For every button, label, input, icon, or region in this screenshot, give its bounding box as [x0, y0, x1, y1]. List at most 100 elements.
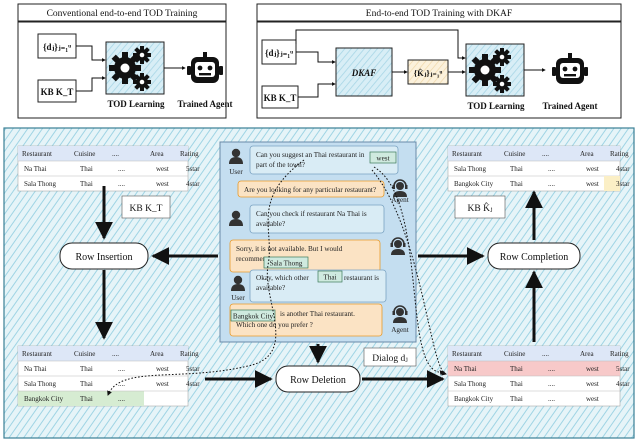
table-header-cell: ....: [112, 150, 119, 158]
table-cell: Sala Thong: [24, 180, 56, 188]
dialog-text: Are you looking for any particular resta…: [244, 186, 376, 194]
dkaf-title: End-to-end TOD Training with DKAF: [366, 9, 512, 19]
tod-learning-label: TOD Learning: [107, 99, 165, 109]
table-cell: Na Thai: [24, 365, 47, 373]
table-cell: Thai: [510, 380, 523, 388]
table-cell: Sala Thong: [454, 165, 486, 173]
table-cell: 5star: [186, 165, 200, 173]
table-cell: Thai: [510, 365, 523, 373]
table-header-cell: ....: [112, 350, 119, 358]
table-header-cell: Restaurant: [452, 150, 482, 158]
table-header-cell: Area: [150, 150, 164, 158]
agent-label: Agent: [391, 326, 409, 334]
table-cell: ....: [548, 395, 555, 403]
dialog-text: available?: [256, 220, 285, 228]
kb-t-box: [121, 195, 171, 219]
entity-highlight: Bangkok City: [233, 313, 274, 321]
conventional-title: Conventional end-to-end TOD Training: [47, 9, 198, 19]
table-cell: Na Thai: [454, 365, 477, 373]
table-cell: Thai: [80, 365, 93, 373]
table-cell: Thai: [510, 395, 523, 403]
table-cell: ....: [548, 165, 555, 173]
tod-learning-label-2: TOD Learning: [467, 101, 525, 111]
table-cell: ....: [118, 180, 125, 188]
kb-hat-j-box: [454, 195, 506, 219]
table-cell: 3star: [616, 180, 630, 188]
kb-t-label: KB K_T: [130, 204, 163, 214]
dialog-text: part of the town?: [256, 161, 305, 169]
dkaf-panel: End-to-end TOD Training with DKAF {dⱼ}ⱼ₌…: [256, 3, 622, 119]
table-cell: west: [586, 180, 599, 188]
table-cell: 5star: [186, 365, 200, 373]
table-cell: west: [156, 165, 169, 173]
table-cell: 4star: [186, 180, 200, 188]
table-cell: ....: [548, 380, 555, 388]
agent-label: Agent: [391, 196, 409, 204]
dialog-text: Which one do you prefer ?: [236, 321, 313, 329]
dkaf-box: [335, 47, 393, 97]
dialogs-label-2: {dⱼ}ⱼ₌₁ᵘ: [265, 48, 293, 58]
table-cell: 4star: [186, 380, 200, 388]
dialog-turns: Can you suggest an Thai restaurant inpar…: [229, 145, 409, 337]
user-label: User: [231, 294, 245, 302]
agent-headset-icon: [391, 179, 409, 198]
kb-hat-box: [407, 59, 449, 85]
table-cell: west: [156, 180, 169, 188]
dialog-text: restaurant is: [344, 274, 379, 282]
table-cell: ....: [548, 365, 555, 373]
table-header-cell: Cuisine: [74, 150, 95, 158]
table-cell: Na Thai: [24, 165, 47, 173]
table-cell: west: [586, 365, 599, 373]
dkaf-label: DKAF: [351, 68, 377, 78]
row-completion-label: Row Completion: [500, 252, 569, 263]
dialogs-box-2: [261, 39, 297, 65]
table-header-cell: ....: [542, 150, 549, 158]
user-bubble: [249, 269, 387, 303]
table-cell: Thai: [80, 380, 93, 388]
user-bubble: [249, 204, 385, 234]
kb-label-2: KB K_T: [264, 93, 297, 103]
table-header-cell: Rating: [180, 150, 199, 158]
row-deletion-label: Row Deletion: [290, 375, 346, 386]
row-deletion-box: [275, 365, 361, 393]
table-cell: ....: [548, 180, 555, 188]
table-cell: Bangkok City: [24, 395, 64, 403]
dialog-text: Sorry, it is not available. But I would: [236, 245, 343, 253]
trained-agent-label-2: Trained Agent: [542, 101, 597, 111]
table-header-cell: Restaurant: [22, 350, 52, 358]
table-cell: Thai: [510, 180, 523, 188]
table-cell: west: [586, 165, 599, 173]
agent-headset-icon: [391, 305, 409, 324]
dialog-label: Dialog dⱼ: [372, 354, 408, 364]
table-cell: ....: [118, 395, 125, 403]
table-header-cell: Rating: [180, 350, 199, 358]
table-cell: west: [156, 380, 169, 388]
dotted-links: [107, 159, 447, 396]
agent-headset-icon: [389, 237, 407, 256]
table-header-cell: Area: [150, 350, 164, 358]
conventional-panel: Conventional end-to-end TOD Training {dⱼ…: [17, 3, 233, 119]
table-cell: Thai: [80, 395, 93, 403]
table-cell: west: [586, 395, 599, 403]
table-cell: Bangkok City: [454, 395, 494, 403]
row-insertion-box: [59, 242, 149, 270]
dialog-text: available?: [256, 284, 285, 292]
table-cell: Bangkok City: [454, 180, 494, 188]
entity-highlight: Thai: [323, 274, 336, 282]
user-label: User: [229, 168, 243, 176]
trained-agent-label: Trained Agent: [177, 99, 232, 109]
row-insertion-label: Row Insertion: [76, 252, 133, 263]
table-header-cell: Area: [580, 150, 594, 158]
table-cell: ....: [118, 165, 125, 173]
entity-highlight: west: [376, 155, 389, 163]
table-header-cell: Cuisine: [74, 350, 95, 358]
table-cell: Sala Thong: [24, 380, 56, 388]
dialog-text: Can you check if restaurant Na Thai is: [256, 210, 367, 218]
dialogs-label: {dⱼ}ⱼ₌₁ᵘ: [43, 42, 71, 52]
kb-label: KB K_T: [41, 87, 74, 97]
table-header-cell: Area: [580, 350, 594, 358]
table-cell: Thai: [510, 165, 523, 173]
table-cell: 5star: [616, 365, 630, 373]
